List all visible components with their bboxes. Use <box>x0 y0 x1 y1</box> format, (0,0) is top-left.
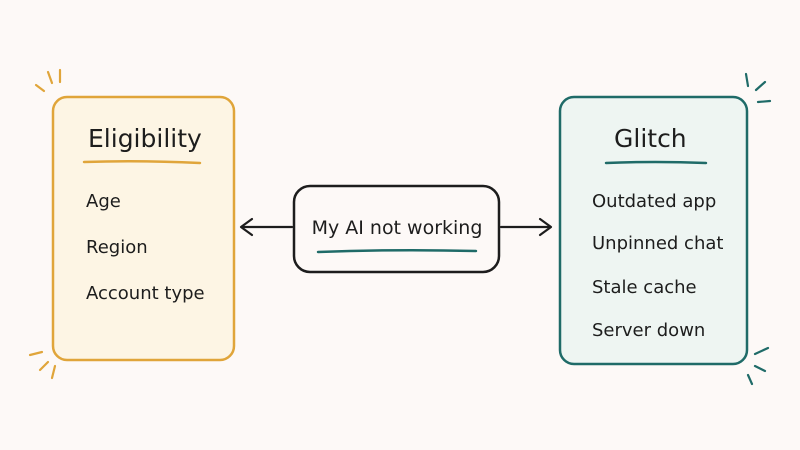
eligibility-item-region: Region <box>86 237 148 258</box>
glitch-box: Glitch Outdated app Unpinned chat Stale … <box>558 95 749 366</box>
sparkle-bottom-left-icon <box>28 350 57 380</box>
center-node-underline <box>316 248 478 254</box>
eligibility-item-age: Age <box>86 191 121 212</box>
sparkle-bottom-right-icon <box>746 346 770 386</box>
eligibility-box: Eligibility Age Region Account type <box>51 95 236 362</box>
glitch-item-stale-cache: Stale cache <box>592 277 697 298</box>
glitch-title-underline <box>604 160 708 165</box>
eligibility-item-account-type: Account type <box>86 283 205 304</box>
glitch-item-server-down: Server down <box>592 320 705 341</box>
arrow-right <box>499 217 553 237</box>
sparkle-top-right-icon <box>744 72 772 104</box>
center-node-label: My AI not working <box>312 217 483 239</box>
glitch-item-outdated-app: Outdated app <box>592 191 716 212</box>
glitch-title: Glitch <box>614 124 687 153</box>
arrow-left <box>239 217 294 237</box>
eligibility-title-underline <box>82 159 202 165</box>
glitch-item-unpinned-chat: Unpinned chat <box>592 233 723 254</box>
center-node: My AI not working <box>292 184 501 274</box>
sparkle-top-left-icon <box>34 68 62 93</box>
eligibility-title: Eligibility <box>88 124 202 153</box>
